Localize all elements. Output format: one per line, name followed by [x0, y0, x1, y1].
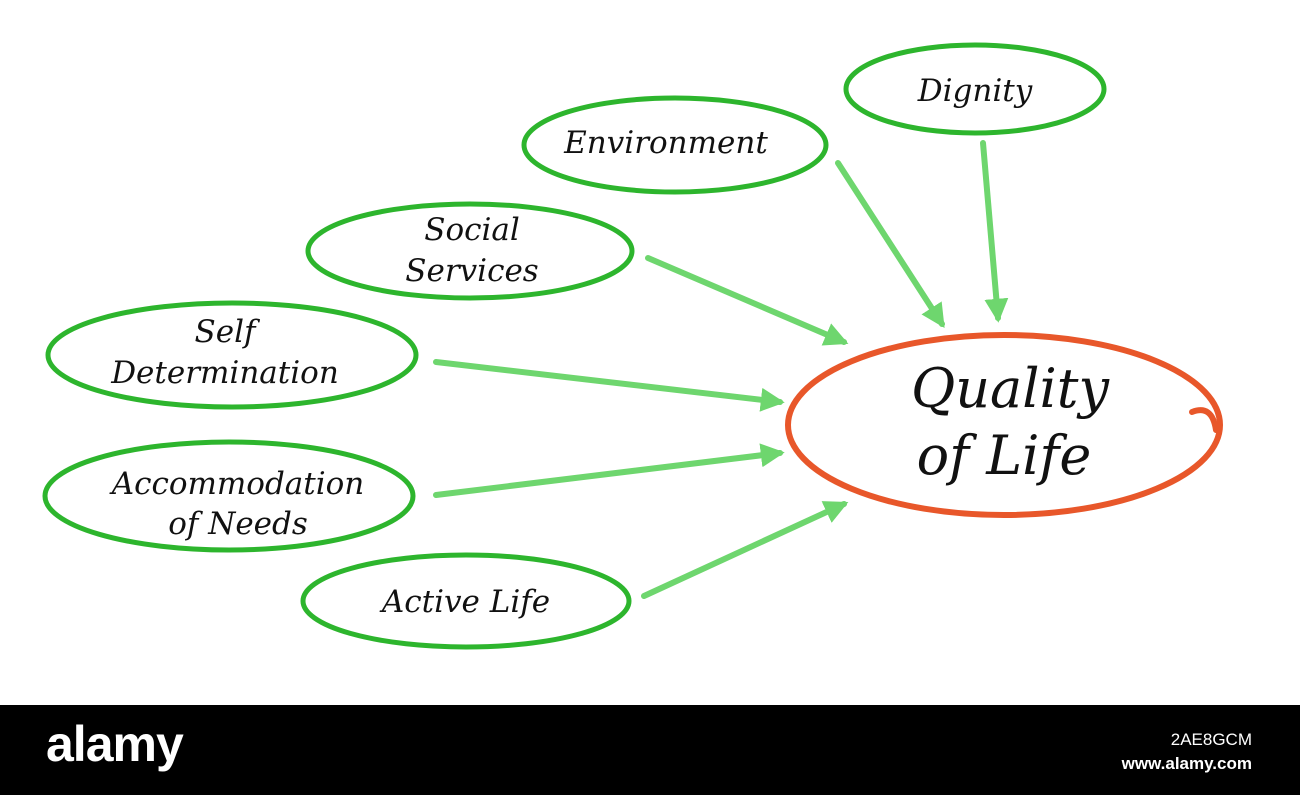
node-outline: [300, 552, 632, 650]
arrow-self-determination-to-center: [433, 359, 785, 412]
arrows: [433, 140, 1009, 599]
site-url: www.alamy.com: [1121, 754, 1252, 773]
node-dignity: Dignity: [843, 42, 1107, 136]
node-label-self: Self: [195, 314, 261, 350]
image-code: 2AE8GCM: [1170, 730, 1252, 749]
node-label-environment: Environment: [563, 125, 768, 161]
center-outline: [785, 332, 1223, 518]
node-label-determination: Determination: [110, 355, 339, 391]
diagram-canvas: Dignity Environment Social Services Self…: [42, 42, 1223, 650]
arrow-accommodation-to-center: [433, 443, 785, 498]
node-outline: [45, 300, 419, 410]
brand-logo: alamy: [46, 716, 184, 772]
center-outline-flourish: [1189, 407, 1219, 433]
arrow-social-services-to-center: [645, 255, 849, 346]
node-label-accommodation: Accommodation: [109, 466, 365, 502]
arrow-environment-to-center: [835, 160, 945, 329]
node-self-determination: Self Determination: [45, 300, 419, 410]
center-label-quality: Quality: [911, 357, 1110, 420]
node-accommodation-of-needs: Accommodation of Needs: [42, 439, 416, 553]
node-label-of-needs: of Needs: [168, 506, 308, 542]
watermark-banner: alamy 2AE8GCM www.alamy.com: [0, 705, 1300, 795]
center-label-of-life: of Life: [917, 424, 1092, 487]
node-social-services: Social Services: [305, 201, 635, 301]
node-quality-of-life: Quality of Life: [785, 332, 1223, 518]
node-label-active-life: Active Life: [379, 584, 550, 620]
arrow-active-life-to-center: [641, 501, 849, 599]
node-outline: [843, 42, 1107, 136]
node-outline: [42, 439, 416, 553]
arrow-dignity-to-center: [980, 140, 1009, 323]
node-active-life: Active Life: [300, 552, 632, 650]
node-label-dignity: Dignity: [917, 73, 1033, 109]
node-label-services: Services: [405, 253, 538, 289]
node-environment: Environment: [521, 95, 829, 195]
node-outline: [521, 95, 829, 195]
node-outline: [305, 201, 635, 301]
node-label-social: Social: [424, 212, 520, 248]
